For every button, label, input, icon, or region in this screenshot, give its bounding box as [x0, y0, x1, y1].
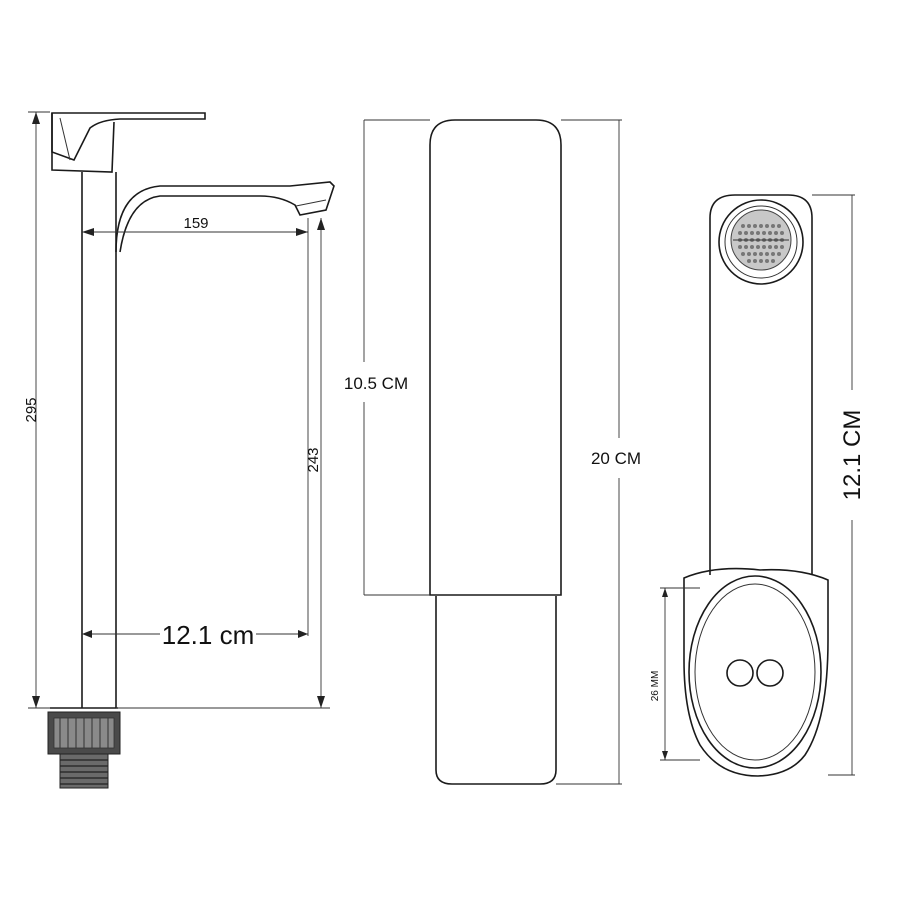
- faucet-column: [81, 172, 117, 708]
- dimension-upper-height: 10.5 CM: [344, 374, 408, 393]
- dimension-hole-spacing: 26 MM: [650, 671, 661, 702]
- threaded-shank: [59, 753, 109, 789]
- dimension-total-height-front: 20 CM: [591, 449, 641, 468]
- front-view: 10.5 CM 20 CM: [344, 119, 641, 785]
- front-lower-body: [435, 596, 557, 785]
- top-body: [709, 194, 813, 575]
- side-view: 295 159 243 12.1 cm: [23, 111, 335, 789]
- base-plate: [683, 567, 829, 777]
- aerator-holes: [738, 224, 784, 263]
- front-body: [429, 119, 562, 596]
- top-view: 12.1 CM 26 MM: [650, 194, 866, 777]
- handle-lever: [51, 112, 206, 161]
- mounting-hole-left: [726, 659, 754, 687]
- dimension-total-height: 295: [23, 397, 40, 422]
- faucet-spout: [115, 181, 335, 253]
- dimension-top-length: 12.1 CM: [839, 410, 866, 501]
- dimension-body-width: 12.1 cm: [162, 620, 255, 650]
- aerator-outer: [718, 199, 804, 285]
- mounting-hole-right: [756, 659, 784, 687]
- dimension-spout-reach: 159: [183, 215, 208, 232]
- dimension-spout-height: 243: [305, 447, 322, 472]
- base-plate-inner: [688, 575, 822, 769]
- handle-body: [51, 113, 115, 173]
